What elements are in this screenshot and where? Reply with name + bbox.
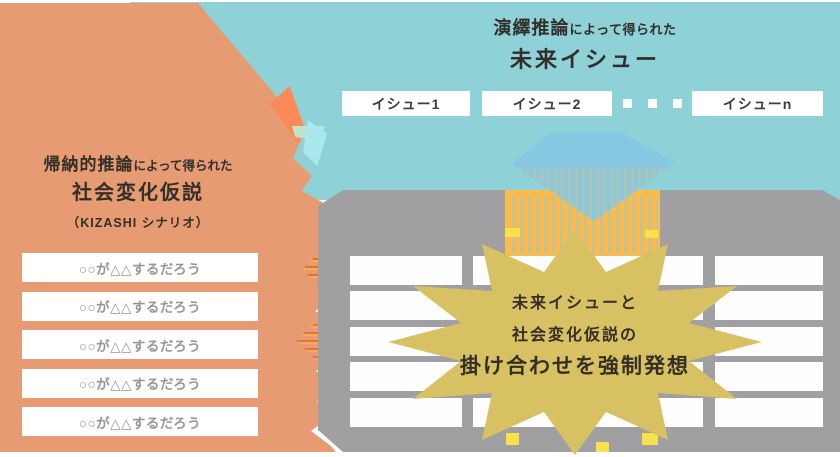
- yellow-fragment: [645, 230, 658, 238]
- hypothesis-box: ○○が△△するだろう: [22, 253, 258, 282]
- ellipsis-dot-icon: [673, 99, 682, 108]
- hypothesis-box: ○○が△△するだろう: [22, 407, 258, 436]
- deductive-heading: 演繹推論によって得られた: [420, 14, 750, 40]
- starburst-line-3: 掛け合わせを強制発想: [460, 355, 690, 378]
- yellow-fragment: [505, 228, 520, 237]
- yellow-fragment: [506, 433, 519, 445]
- social-change-title: 社会変化仮説: [72, 182, 204, 204]
- matrix-cell: [715, 362, 823, 392]
- starburst-line-2: 社会変化仮説の: [511, 327, 638, 344]
- deductive-heading-strong: 演繹推論: [493, 18, 570, 38]
- matrix-cell: [350, 256, 462, 285]
- ellipsis-dot-icon: [623, 99, 632, 108]
- issue-box: イシューn: [692, 91, 823, 116]
- starburst-line-1: 未来イシューと: [511, 295, 638, 312]
- hypothesis-box: ○○が△△するだろう: [22, 368, 258, 398]
- inductive-heading-strong: 帰納的推論: [43, 155, 134, 174]
- hypothesis-box: ○○が△△するだろう: [22, 330, 258, 359]
- future-issues-title: 未来イシュー: [509, 47, 660, 72]
- issue-box: イシュー2: [482, 91, 612, 116]
- hypothesis-box: ○○が△△するだろう: [22, 291, 258, 321]
- yellow-fragment: [642, 433, 658, 445]
- matrix-cell: [715, 256, 823, 285]
- inductive-heading-rest: によって得られた: [133, 159, 233, 173]
- yellow-fragment: [596, 442, 609, 452]
- starburst-callout: 未来イシューと 社会変化仮説の 掛け合わせを強制発想: [420, 295, 730, 378]
- deductive-heading-rest: によって得られた: [569, 22, 677, 37]
- kizashi-subtitle: （KIZASHI シナリオ）: [66, 216, 210, 230]
- ellipsis-dot-icon: [648, 99, 657, 108]
- matrix-cell: [350, 397, 462, 427]
- matrix-cell: [715, 291, 823, 321]
- matrix-cell: [715, 397, 823, 427]
- issue-box: イシュー1: [342, 91, 470, 116]
- inductive-heading: 帰納的推論によって得られた: [8, 150, 268, 175]
